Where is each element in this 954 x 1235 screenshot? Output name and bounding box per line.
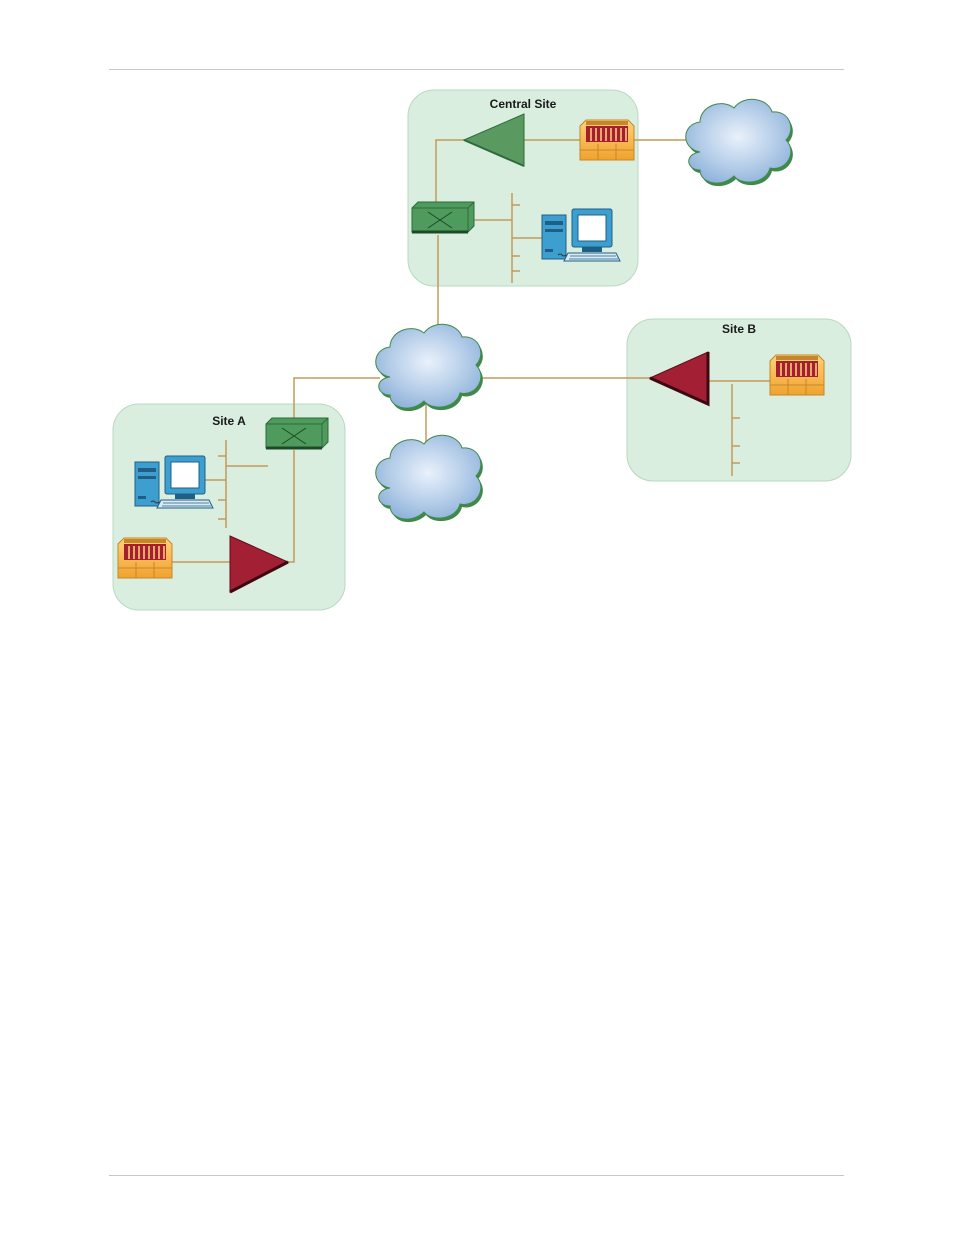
firewall-icon (118, 538, 172, 578)
site-b-panel (627, 319, 851, 481)
workstation-icon (135, 456, 213, 508)
switch-icon (266, 418, 328, 448)
cloud-icon (686, 99, 793, 186)
site-a-label: Site A (212, 414, 246, 428)
firewall-icon (580, 120, 634, 160)
cloud-icon (376, 435, 483, 522)
firewall-icon (770, 355, 824, 395)
central-site-label: Central Site (490, 97, 557, 111)
switch-icon (412, 202, 474, 232)
cloud-icon (376, 324, 483, 411)
workstation-icon (542, 209, 620, 261)
site-b-label: Site B (722, 322, 756, 336)
